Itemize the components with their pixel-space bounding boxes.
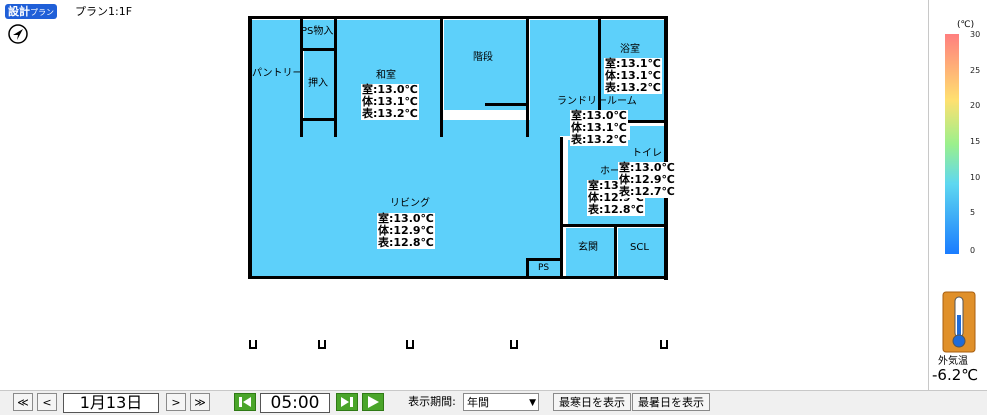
next-hour-icon [341, 397, 353, 407]
room-ps-storage[interactable] [302, 20, 334, 48]
temperature-scale-bar [945, 34, 959, 254]
next-day-button[interactable]: > [166, 393, 186, 411]
first-day-button[interactable]: ≪ [13, 393, 33, 411]
ps-storage-label: PS物入 [301, 26, 334, 37]
period-select[interactable]: 年間 ▼ [463, 393, 539, 411]
scale-tick: 30 [970, 30, 981, 39]
control-bar: ≪ < 1月13日 > ≫ 05:00 表示期間: 年間 ▼ 最寒日を表示 最暑… [0, 390, 987, 415]
scl-label: SCL [630, 242, 649, 253]
wall [664, 16, 668, 280]
wall [560, 137, 563, 277]
room-living-top [302, 120, 560, 130]
laundry-label: ランドリールーム [557, 96, 637, 107]
show-hottest-day-button[interactable]: 最暑日を表示 [632, 393, 710, 411]
show-coldest-day-button[interactable]: 最寒日を表示 [553, 393, 631, 411]
wall [440, 19, 443, 137]
wall [526, 19, 529, 137]
entrance-label: 玄関 [578, 242, 598, 253]
room-entrance[interactable] [566, 228, 614, 276]
scale-tick: 15 [970, 137, 981, 146]
foundation-pier [406, 340, 414, 349]
plan-label: プラン1:1F [75, 5, 133, 18]
period-label: 表示期間: [408, 395, 456, 408]
chevron-down-icon: ▼ [529, 398, 536, 408]
wall [303, 48, 335, 51]
foundation-pier [249, 340, 257, 349]
stairs-label: 階段 [473, 52, 493, 63]
outdoor-label: 外気温 [938, 356, 968, 367]
thermometer-icon [942, 291, 976, 353]
play-icon [368, 396, 379, 408]
time-display[interactable]: 05:00 [260, 393, 330, 413]
scale-tick: 5 [970, 208, 976, 217]
wall [334, 19, 337, 137]
compass-icon [8, 24, 28, 44]
prev-hour-icon [239, 397, 251, 407]
wall [598, 19, 601, 121]
prev-day-button[interactable]: < [37, 393, 57, 411]
date-display[interactable]: 1月13日 [63, 393, 159, 413]
scale-tick: 20 [970, 101, 981, 110]
wall [526, 258, 560, 261]
scale-tick: 10 [970, 173, 981, 182]
foundation-pier [510, 340, 518, 349]
scale-tick: 0 [970, 246, 976, 255]
scale-tick: 25 [970, 66, 981, 75]
room-ps[interactable] [530, 258, 560, 276]
room-stairs[interactable] [444, 20, 526, 110]
last-day-button[interactable]: ≫ [190, 393, 210, 411]
wall [628, 120, 665, 123]
prev-hour-button[interactable] [234, 393, 256, 411]
scale-unit: (℃) [957, 20, 975, 30]
wall [248, 16, 668, 19]
room-scl[interactable] [618, 228, 664, 276]
foundation-pier [660, 340, 668, 349]
wall [526, 258, 529, 278]
foundation-pier [318, 340, 326, 349]
wall [485, 103, 527, 106]
outdoor-temp: -6.2℃ [932, 366, 979, 384]
bath-label: 浴室 [620, 44, 640, 55]
toilet-label: トイレ [632, 148, 662, 159]
oshiire-label: 押入 [308, 78, 328, 89]
room-oshiire[interactable] [304, 50, 334, 118]
room-living[interactable] [252, 126, 560, 276]
wall [248, 16, 252, 278]
washitsu-label: 和室 [376, 70, 396, 81]
wall [300, 19, 303, 137]
period-select-value: 年間 [467, 396, 489, 409]
wall [614, 224, 617, 279]
wall [248, 276, 668, 279]
room-pantry[interactable] [252, 20, 300, 137]
living-label: リビング [390, 198, 430, 209]
design-plan-badge[interactable]: 設計プラン [5, 4, 57, 19]
wall [303, 118, 335, 121]
play-button[interactable] [362, 393, 384, 411]
next-hour-button[interactable] [336, 393, 358, 411]
pantry-label: パントリー [252, 68, 303, 79]
hall-label: ホール [600, 166, 630, 177]
ps-label: PS [538, 263, 550, 273]
